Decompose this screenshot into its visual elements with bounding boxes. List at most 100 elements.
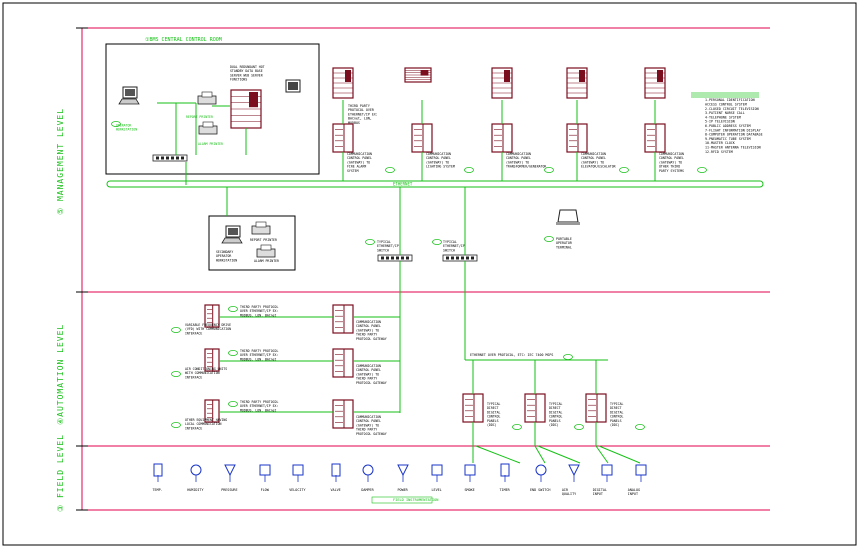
control-room-title: ①BMS CENTRAL CONTROL ROOM	[145, 37, 222, 43]
switch-callout	[365, 238, 375, 245]
switch-port	[461, 256, 464, 260]
switch-port	[391, 256, 394, 260]
printer-paper	[202, 121, 214, 128]
field-instrument-icon	[601, 464, 613, 482]
gateway-panel-icon	[332, 123, 354, 153]
field-device-label: PRESSURE	[221, 488, 237, 492]
alarm-printer-label: ALARM PRINTER	[198, 142, 223, 146]
instrument-shape	[224, 464, 236, 477]
instrument-shape	[431, 464, 443, 476]
callout-bubble-outline	[111, 121, 121, 128]
printer-paper	[255, 221, 267, 228]
legend-item: 7-FLIGHT INFORMATION DISPLAY	[705, 128, 761, 132]
field-instrument-icon	[153, 463, 163, 482]
equipment-icon	[204, 304, 220, 328]
legend-item: 2-CLOSED CIRCUIT TELEVISION	[705, 107, 759, 111]
field-drop	[598, 445, 641, 464]
field-instrument-icon	[259, 464, 271, 482]
callout-bubble-outline	[228, 305, 238, 312]
field-instrument-icon	[568, 464, 580, 482]
field-instrument-icon	[190, 464, 202, 482]
keyboard	[118, 98, 140, 105]
panel-body	[524, 393, 546, 423]
instrument-shape	[635, 464, 647, 476]
laptop-base	[556, 222, 580, 225]
equipment-callout	[171, 421, 181, 428]
callout-bubble-outline	[563, 353, 573, 360]
monitor-icon-screen	[288, 82, 298, 90]
field-drop	[534, 445, 546, 464]
switch-port	[466, 256, 469, 260]
field-drop	[595, 445, 609, 464]
printer-paper	[260, 244, 272, 251]
panel-body	[332, 399, 354, 429]
instrument-shape	[190, 464, 202, 476]
legend-item: 9-PNEUMATIC TUBE SYSTEM	[705, 137, 751, 141]
switch-port	[451, 256, 454, 260]
panel-body	[411, 123, 433, 153]
gateway-panel-icon	[566, 123, 588, 153]
field-device-label: TIMER	[500, 488, 511, 492]
ethernet-label: ETHERNET	[393, 182, 413, 187]
rack-display	[504, 70, 510, 82]
field-drop	[475, 445, 521, 464]
callout-bubble-outline	[544, 166, 554, 173]
field-level-label: ③ FIELD LEVEL	[56, 434, 65, 512]
panel-body	[566, 123, 588, 153]
instrument-shape	[500, 463, 510, 477]
callout-bubble-outline	[365, 238, 375, 245]
callout-bubble-outline	[464, 166, 474, 173]
gateway-callout	[464, 166, 474, 173]
switch-port	[396, 256, 399, 260]
legend-item: 10-MASTER CLOCK	[705, 141, 735, 145]
equipment-icon	[204, 399, 220, 423]
controller-bus-callout	[563, 353, 573, 360]
printer-paper	[201, 91, 213, 98]
switch-port	[171, 156, 174, 160]
secondary-alarm-label: ALARM PRINTER	[254, 259, 279, 263]
equipment-callout	[171, 370, 181, 377]
switch-port	[166, 156, 169, 160]
ddc-callout	[512, 423, 522, 430]
database-server-icon	[230, 89, 262, 129]
instrument-shape	[259, 464, 271, 476]
callout-bubble-outline	[171, 326, 181, 333]
instrument-shape	[535, 464, 547, 476]
callout-bubble-outline	[171, 370, 181, 377]
callout-bubble-outline	[228, 400, 238, 407]
field-instrument-icon	[535, 464, 547, 482]
panel-body	[462, 393, 484, 423]
field-device-label: SMOKE	[465, 488, 475, 492]
field-instrument-icon	[635, 464, 647, 482]
field-title-box	[371, 496, 433, 504]
panel-body	[204, 399, 220, 423]
ethernet-switch-1-icon	[377, 254, 413, 262]
switch-port	[446, 256, 449, 260]
field-device-label: END SWITCH	[530, 488, 550, 492]
field-instrument-icon	[362, 464, 374, 482]
panel-body	[332, 304, 354, 334]
callout-bubble-outline	[228, 349, 238, 356]
callout-bubble-outline	[619, 166, 629, 173]
legend-item: ACCESS CONTROL SYSTEM	[705, 103, 747, 107]
ddc-callout	[574, 423, 584, 430]
third-party-server-icon	[491, 67, 513, 99]
switch-port	[156, 156, 159, 160]
automation-gateway-icon	[332, 399, 354, 429]
automation-gateway-icon	[332, 348, 354, 378]
callout-bubble-outline	[385, 166, 395, 173]
